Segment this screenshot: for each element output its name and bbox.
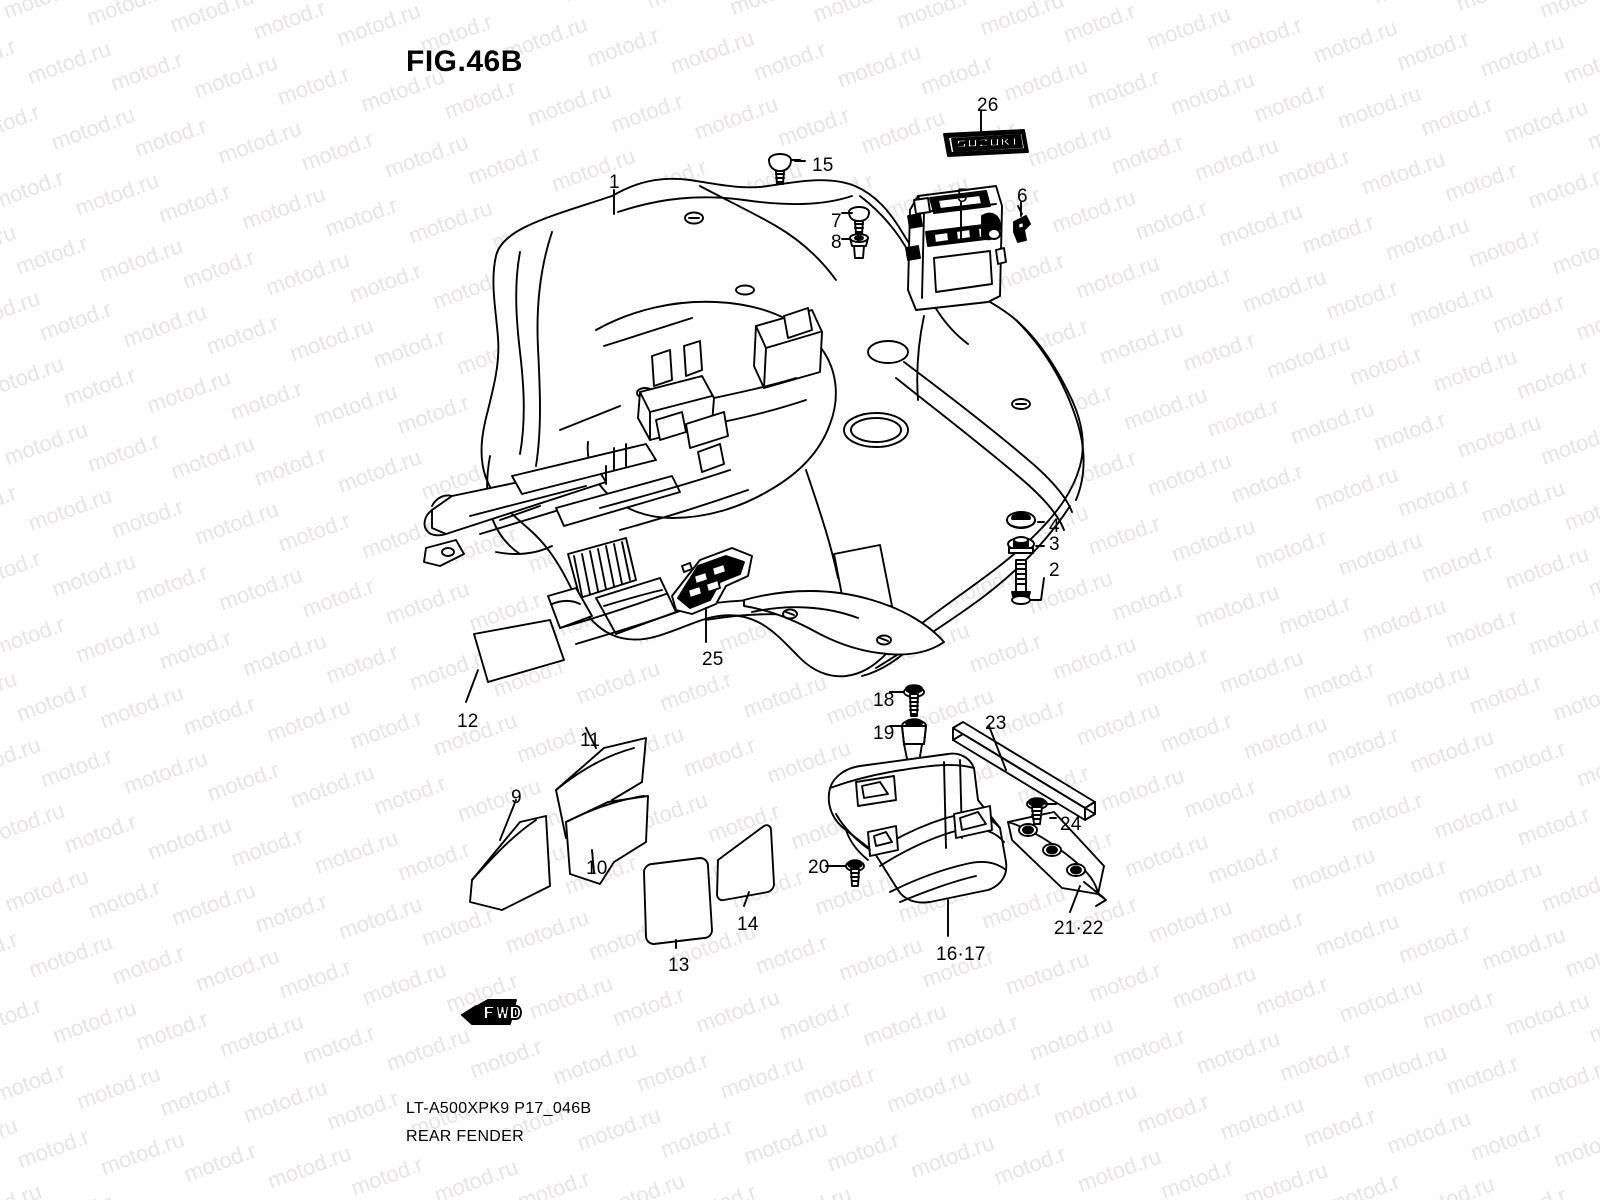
callout-number-6[interactable]: 6 <box>1017 186 1028 207</box>
callout-number-2[interactable]: 2 <box>1049 560 1060 581</box>
mud-guard-plate-21-22 <box>1007 811 1107 907</box>
decal-12 <box>473 619 565 683</box>
callout-number-20[interactable]: 20 <box>808 857 830 878</box>
fastener-4-cushion <box>1006 511 1036 529</box>
callout-number-4[interactable]: 4 <box>1049 516 1060 537</box>
figure-title: FIG.46B <box>406 45 523 78</box>
callout-number-18[interactable]: 18 <box>873 690 895 711</box>
callout-number-10[interactable]: 10 <box>586 858 608 879</box>
clip-6 <box>1013 205 1031 243</box>
fastener-2-bolt <box>1011 559 1041 605</box>
fastener-20-screw <box>831 859 865 887</box>
callout-number-23[interactable]: 23 <box>985 713 1007 734</box>
decal-13 <box>643 857 713 945</box>
fastener-15-screw <box>768 153 801 185</box>
callout-number-15[interactable]: 15 <box>812 155 834 176</box>
callout-number-8[interactable]: 8 <box>831 232 842 253</box>
footer-section-name: REAR FENDER <box>406 1128 524 1145</box>
leader-12 <box>465 669 479 703</box>
fastener-3-washer <box>1007 536 1035 554</box>
bracket-5 <box>905 185 1007 311</box>
callout-number-16-17[interactable]: 16·17 <box>936 944 986 965</box>
footer-model-code: LT-A500XPK9 P17_046B <box>406 1100 592 1117</box>
callout-number-25[interactable]: 25 <box>702 649 724 670</box>
decal-14 <box>716 824 775 902</box>
callout-number-1[interactable]: 1 <box>609 172 620 193</box>
callout-number-21-22[interactable]: 21·22 <box>1054 918 1104 939</box>
leader-2 <box>1040 577 1045 601</box>
callout-number-7[interactable]: 7 <box>831 211 842 232</box>
callout-number-24[interactable]: 24 <box>1060 814 1082 835</box>
callout-number-26[interactable]: 26 <box>977 95 999 116</box>
decal-9 <box>469 815 551 911</box>
suzuki-emblem-26 <box>943 129 1029 157</box>
fastener-18-bolt <box>889 684 925 717</box>
callout-number-13[interactable]: 13 <box>668 955 690 976</box>
fwd-arrow-marker <box>461 999 522 1025</box>
callout-number-5[interactable]: 5 <box>957 186 968 207</box>
callout-number-14[interactable]: 14 <box>737 914 759 935</box>
callout-number-19[interactable]: 19 <box>873 723 895 744</box>
callout-number-11[interactable]: 11 <box>580 730 601 751</box>
callout-number-9[interactable]: 9 <box>511 787 522 808</box>
callout-number-12[interactable]: 12 <box>457 711 479 732</box>
